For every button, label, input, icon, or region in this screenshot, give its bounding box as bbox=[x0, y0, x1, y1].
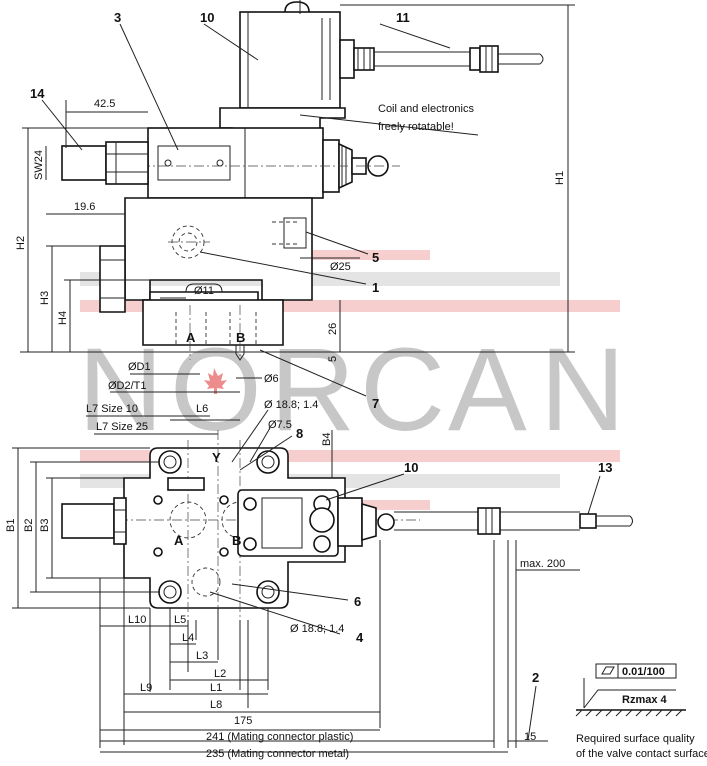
dim-l5: L5 bbox=[174, 614, 186, 626]
dim-19-6: 19.6 bbox=[74, 201, 95, 213]
side-elevation-view: A B 42.5 SW24 19.6 H2 H3 H4 H1 26 5 Ø11 … bbox=[15, 0, 575, 397]
roughness-value: Rzmax 4 bbox=[622, 694, 668, 706]
flatness-tolerance: 0.01/100 bbox=[622, 666, 665, 678]
solenoid-body bbox=[147, 127, 324, 199]
hex-plug bbox=[99, 245, 126, 313]
note-coil-line2: freely rotatable! bbox=[378, 121, 454, 133]
dim-dia6: Ø6 bbox=[264, 373, 279, 385]
dim-dia18-8-top: Ø 18.8; 1.4 bbox=[264, 399, 318, 411]
watermark-stripe-top bbox=[270, 250, 430, 260]
watermark-letter-6: N bbox=[540, 324, 627, 456]
dim-l7-size10: L7 Size 10 bbox=[86, 403, 138, 415]
callout-10-top: 10 bbox=[200, 10, 214, 25]
callout-14: 14 bbox=[30, 86, 45, 101]
dim-b4: B4 bbox=[321, 433, 333, 446]
maple-leaf-icon bbox=[204, 368, 227, 394]
coil-housing bbox=[239, 11, 341, 109]
dim-l1: L1 bbox=[210, 682, 222, 694]
dim-241: 241 (Mating connector plastic) bbox=[206, 731, 353, 743]
note-surface-line1: Required surface quality bbox=[576, 733, 695, 745]
dim-l3: L3 bbox=[196, 650, 208, 662]
dim-h4: H4 bbox=[57, 311, 69, 325]
dim-l4: L4 bbox=[182, 632, 194, 644]
dim-sw24: SW24 bbox=[33, 150, 45, 180]
dim-l9: L9 bbox=[140, 682, 152, 694]
callout-2: 2 bbox=[532, 670, 539, 685]
dim-5: 5 bbox=[327, 356, 339, 362]
dim-l7-size25: L7 Size 25 bbox=[96, 421, 148, 433]
dim-max-200: max. 200 bbox=[520, 558, 565, 570]
callout-5: 5 bbox=[372, 250, 379, 265]
callout-8: 8 bbox=[296, 426, 303, 441]
callout-3: 3 bbox=[114, 10, 121, 25]
watermark-letter-5: A bbox=[448, 324, 529, 456]
dim-175: 175 bbox=[234, 715, 252, 727]
dim-l2: L2 bbox=[214, 668, 226, 680]
surface-quality-symbol: 0.01/100 Rzmax 4 bbox=[575, 663, 686, 717]
dim-h2: H2 bbox=[15, 236, 27, 250]
valve-housing bbox=[124, 197, 313, 301]
port-a-label-bottom: A bbox=[174, 533, 184, 548]
callout-11: 11 bbox=[396, 10, 410, 25]
port-b-label-top: B bbox=[236, 330, 245, 345]
dim-l6: L6 bbox=[196, 403, 208, 415]
dim-b2: B2 bbox=[23, 519, 35, 532]
dim-42-5: 42.5 bbox=[94, 98, 115, 110]
dim-dia18-8-bottom: Ø 18.8; 1.4 bbox=[290, 623, 344, 635]
watermark-letter-4: C bbox=[360, 324, 447, 456]
dim-15: 15 bbox=[524, 731, 536, 743]
note-surface-line2: of the valve contact surface bbox=[576, 748, 707, 760]
dim-dia25: Ø25 bbox=[330, 261, 351, 273]
dim-235: 235 (Mating connector metal) bbox=[206, 748, 349, 760]
watermark-letter-3: R bbox=[270, 324, 357, 456]
dim-b3: B3 bbox=[39, 519, 51, 532]
dim-h1: H1 bbox=[554, 171, 566, 185]
dim-l8: L8 bbox=[210, 699, 222, 711]
plan-view: A B Y B1 B2 B3 L7 Size 10 L7 Size 25 L6 … bbox=[5, 399, 633, 760]
dim-od2t1: ØD2/T1 bbox=[108, 380, 147, 392]
dim-dia11: Ø11 bbox=[194, 285, 214, 297]
dim-od1: ØD1 bbox=[128, 361, 151, 373]
dim-dia7-5: Ø7.5 bbox=[268, 419, 292, 431]
note-coil-line1: Coil and electronics bbox=[378, 103, 474, 115]
dim-b1: B1 bbox=[5, 519, 17, 532]
callout-4: 4 bbox=[356, 630, 364, 645]
port-y-label: Y bbox=[212, 450, 221, 465]
base-plate bbox=[142, 299, 284, 346]
port-a-label-top: A bbox=[186, 330, 196, 345]
dim-26: 26 bbox=[327, 323, 339, 335]
callout-13: 13 bbox=[598, 460, 612, 475]
callout-6: 6 bbox=[354, 594, 361, 609]
dim-l10: L10 bbox=[128, 614, 146, 626]
callout-1: 1 bbox=[372, 280, 379, 295]
callout-7: 7 bbox=[372, 396, 379, 411]
port-b-label-bottom: B bbox=[232, 533, 241, 548]
callout-10-bottom: 10 bbox=[404, 460, 418, 475]
dim-h3: H3 bbox=[39, 291, 51, 305]
